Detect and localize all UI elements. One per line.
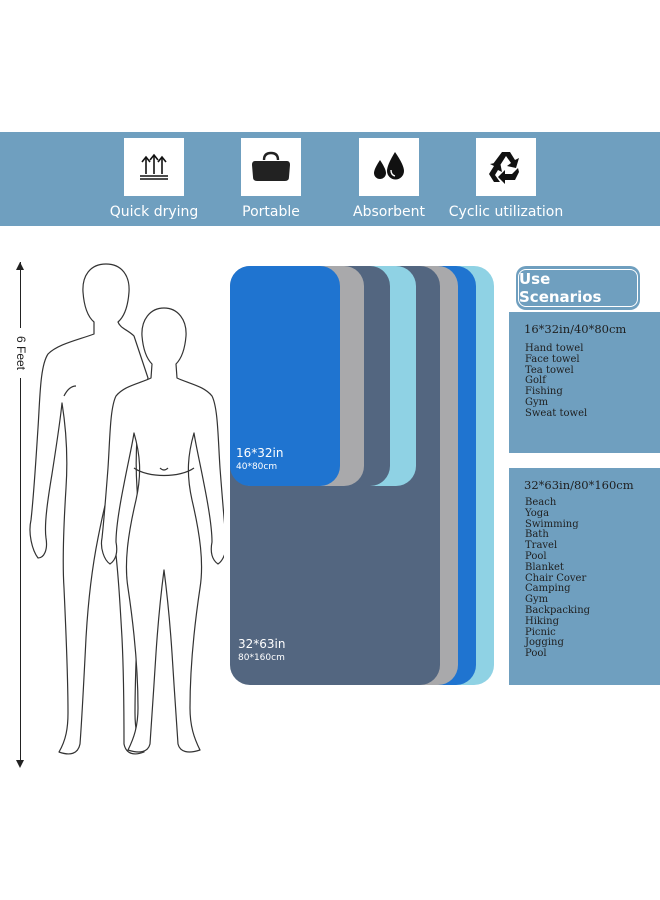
scenario-item: Blanket <box>525 561 564 573</box>
scenario-item: Gym <box>525 594 549 606</box>
recycle-icon <box>476 138 536 196</box>
height-arrow-bottom <box>16 760 24 768</box>
feature-banner: Quick drying Portable Absorbent <box>0 132 660 226</box>
feature-label: Cyclic utilization <box>448 204 564 220</box>
scenario-item: Jogging <box>525 637 564 649</box>
small-towel-size-in: 16*32in <box>236 446 284 460</box>
scenario-item: Fishing <box>525 386 563 398</box>
scenario-item: Tea towel <box>525 364 574 376</box>
scenario-item: Backpacking <box>525 604 591 616</box>
scenario-item: Swimming <box>525 518 579 530</box>
small-towel-label: 16*32in 40*80cm <box>236 446 283 472</box>
scenario-item: Sweat towel <box>525 407 588 419</box>
scenario-item: Pool <box>525 550 547 562</box>
feature-label: Portable <box>242 204 300 220</box>
scenario-item: Face towel <box>525 353 580 365</box>
feature-quick-drying: Quick drying <box>94 138 214 220</box>
feature-cyclic-utilization: Cyclic utilization <box>446 138 566 220</box>
scenario-item: Picnic <box>525 626 556 638</box>
large-towel-size-cm: 80*160cm <box>238 653 285 663</box>
feature-absorbent: Absorbent <box>329 138 449 220</box>
scenario-item: Camping <box>525 583 571 595</box>
use-scenarios-badge: Use Scenarios <box>516 266 640 310</box>
male-figure-outline <box>29 263 149 755</box>
bag-icon <box>241 138 301 196</box>
feature-portable: Portable <box>211 138 331 220</box>
human-figures-illustration <box>29 263 224 755</box>
droplets-icon <box>359 138 419 196</box>
female-figure-outline <box>100 307 224 753</box>
scenario-item: Yoga <box>525 507 550 519</box>
towel-royal-blue-small <box>230 266 340 486</box>
small-scenarios-size: 16*32in/40*80cm <box>524 322 627 336</box>
feature-label: Absorbent <box>353 204 425 220</box>
quick-drying-icon <box>124 138 184 196</box>
feature-label: Quick drying <box>109 204 199 220</box>
use-scenarios-title: Use Scenarios <box>518 269 638 307</box>
large-scenarios-size: 32*63in/80*160cm <box>524 478 634 492</box>
scenario-item: Hand towel <box>525 343 584 354</box>
scenario-item: Beach <box>525 497 557 508</box>
scenario-item: Golf <box>525 375 546 387</box>
scenario-item: Hiking <box>525 615 560 627</box>
scenario-item: Bath <box>525 529 549 541</box>
scenario-item: Chair Cover <box>525 572 587 584</box>
height-line <box>20 262 21 766</box>
small-towel-size-cm: 40*80cm <box>236 462 278 472</box>
scenario-item: Travel <box>525 540 558 552</box>
large-towel-size-in: 32*63in <box>238 637 286 651</box>
scenario-item: Gym <box>525 396 549 408</box>
large-towel-label: 32*63in 80*160cm <box>238 637 285 663</box>
scenario-item: Pool <box>525 648 547 660</box>
